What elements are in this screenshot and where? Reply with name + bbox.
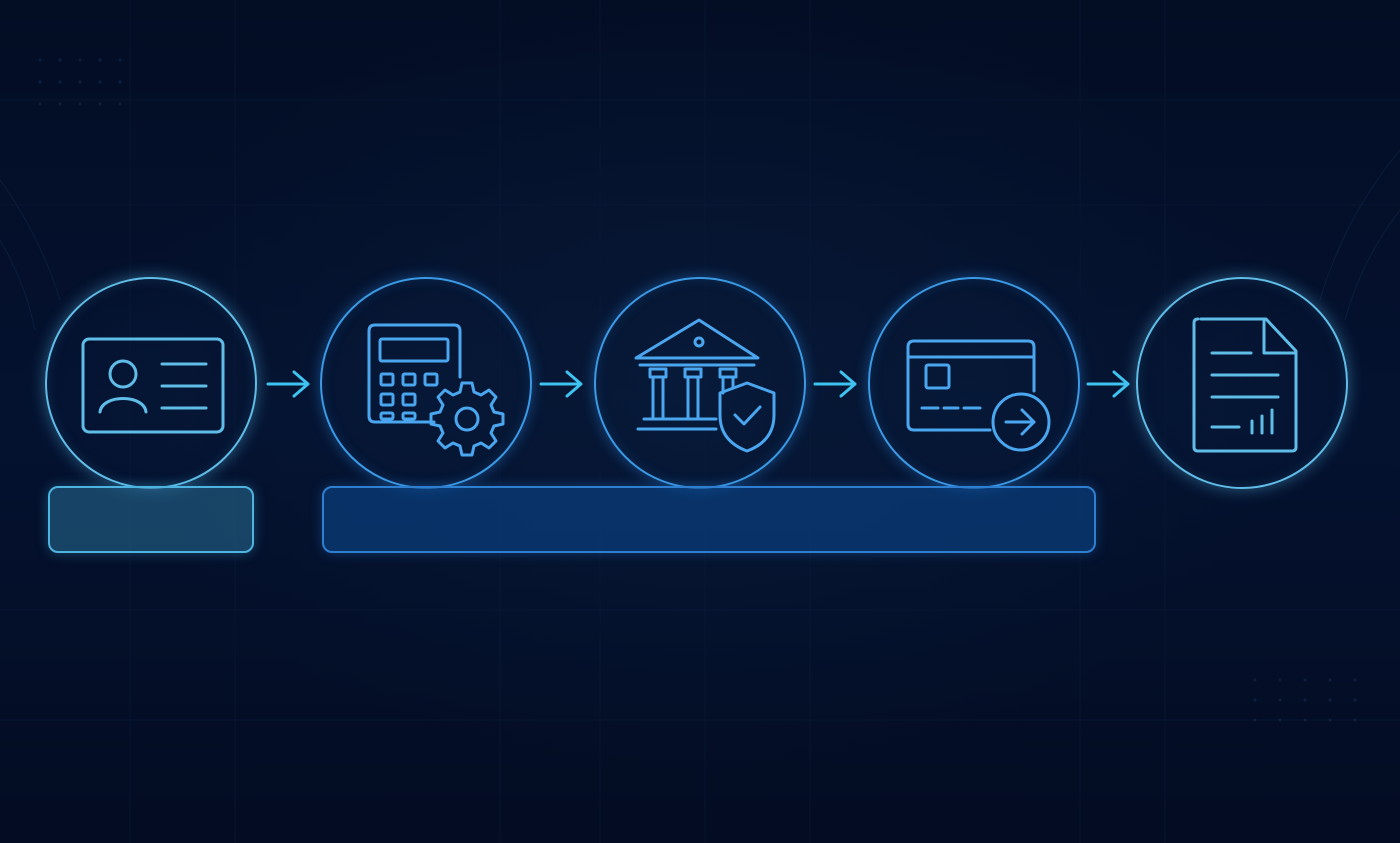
arrow-right-icon	[538, 368, 586, 400]
credit-card-transfer-icon	[906, 339, 1051, 452]
arrow-right-icon	[265, 368, 313, 400]
arrow-right-icon	[812, 368, 860, 400]
id-card-icon	[81, 337, 225, 434]
calculator-gear-icon	[367, 323, 505, 457]
step-1-circle	[45, 277, 257, 489]
step-5-circle	[1136, 277, 1348, 489]
step-3-circle	[594, 277, 806, 489]
step-4-circle	[868, 277, 1080, 489]
group-label-box-2	[322, 486, 1096, 553]
bank-shield-icon	[634, 318, 776, 453]
arrow-right-icon	[1085, 368, 1133, 400]
step-2-circle	[320, 277, 532, 489]
report-document-icon	[1192, 317, 1298, 453]
group-label-box-1	[48, 486, 254, 553]
